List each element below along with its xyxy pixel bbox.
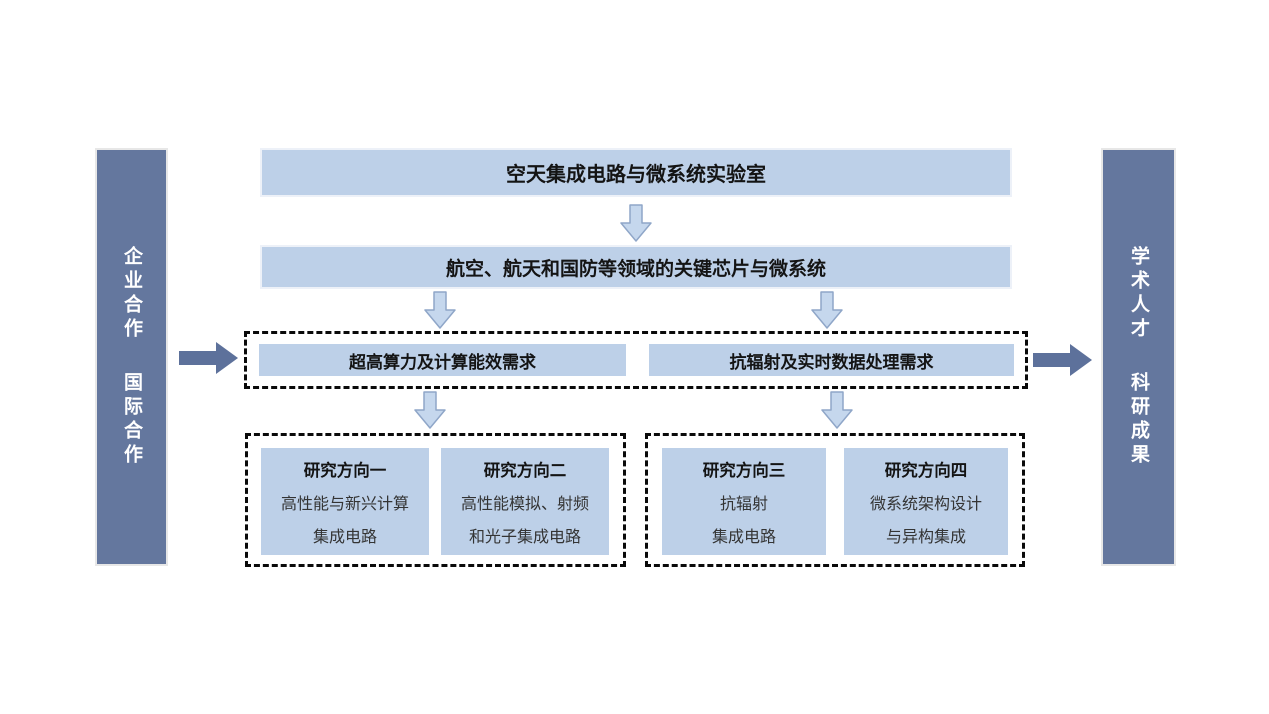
research-line: 集成电路 bbox=[711, 528, 776, 546]
research-container-left: 研究方向一 高性能与新兴计算 集成电路 研究方向二 高性能模拟、射频 和光子集成… bbox=[245, 433, 626, 567]
need-label: 超高算力及计算能效需求 bbox=[349, 352, 536, 372]
research-box-1: 研究方向一 高性能与新兴计算 集成电路 bbox=[261, 448, 429, 555]
research-title: 研究方向二 bbox=[483, 461, 567, 480]
right-output-bar: 学术人才 科研成果 bbox=[1101, 148, 1176, 566]
research-line: 集成电路 bbox=[312, 528, 377, 546]
need-box-computing: 超高算力及计算能效需求 bbox=[259, 344, 626, 376]
right-arrow-icon bbox=[179, 342, 238, 374]
down-arrow-icon bbox=[821, 391, 853, 429]
down-arrow-icon bbox=[414, 391, 446, 429]
left-bar-line-2: 国际合作 bbox=[121, 372, 142, 468]
research-title: 研究方向四 bbox=[884, 461, 968, 480]
down-arrow-icon bbox=[620, 204, 652, 242]
lab-title-box: 空天集成电路与微系统实验室 bbox=[260, 148, 1012, 197]
down-arrow-icon bbox=[811, 291, 843, 329]
need-label: 抗辐射及实时数据处理需求 bbox=[729, 352, 934, 372]
right-arrow-icon bbox=[1033, 344, 1092, 376]
research-line: 高性能与新兴计算 bbox=[280, 495, 409, 513]
down-arrow-icon bbox=[424, 291, 456, 329]
right-bar-line-1: 学术人才 bbox=[1128, 246, 1149, 342]
research-line: 与异构集成 bbox=[885, 528, 966, 546]
research-line: 和光子集成电路 bbox=[468, 528, 581, 546]
research-box-3: 研究方向三 抗辐射 集成电路 bbox=[662, 448, 826, 555]
left-cooperation-bar: 企业合作 国际合作 bbox=[95, 148, 168, 566]
left-bar-line-1: 企业合作 bbox=[121, 246, 142, 342]
domain-box: 航空、航天和国防等领域的关键芯片与微系统 bbox=[260, 245, 1012, 289]
research-box-4: 研究方向四 微系统架构设计 与异构集成 bbox=[844, 448, 1008, 555]
research-container-right: 研究方向三 抗辐射 集成电路 研究方向四 微系统架构设计 与异构集成 bbox=[645, 433, 1025, 567]
research-title: 研究方向三 bbox=[702, 461, 786, 480]
research-line: 高性能模拟、射频 bbox=[460, 495, 589, 513]
lab-title-label: 空天集成电路与微系统实验室 bbox=[506, 164, 766, 186]
research-line: 抗辐射 bbox=[719, 495, 768, 513]
research-line: 微系统架构设计 bbox=[869, 495, 982, 513]
research-title: 研究方向一 bbox=[303, 461, 387, 480]
research-box-2: 研究方向二 高性能模拟、射频 和光子集成电路 bbox=[441, 448, 609, 555]
need-box-radiation: 抗辐射及实时数据处理需求 bbox=[649, 344, 1014, 376]
right-bar-line-2: 科研成果 bbox=[1128, 372, 1149, 468]
domain-label: 航空、航天和国防等领域的关键芯片与微系统 bbox=[445, 258, 826, 280]
needs-container: 超高算力及计算能效需求 抗辐射及实时数据处理需求 bbox=[244, 331, 1028, 389]
